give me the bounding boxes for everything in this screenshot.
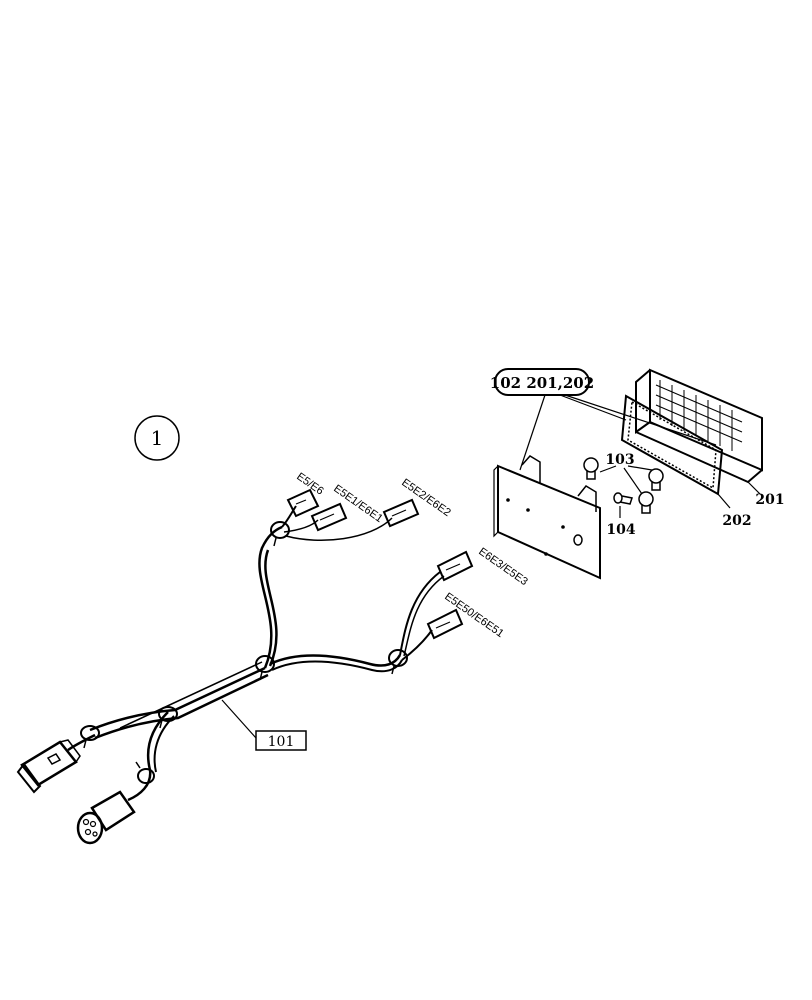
connector-label-e5e2-e6e2: E5E2/E6E2 bbox=[399, 477, 452, 519]
connector-e5e1-e6e1 bbox=[310, 502, 348, 532]
harness-clip bbox=[80, 725, 100, 749]
lamp-assembly: 102 201,202 bbox=[490, 368, 785, 580]
small-bulb-label: 104 bbox=[606, 522, 635, 538]
bulb-label: 103 bbox=[605, 452, 634, 468]
harness-clip bbox=[270, 521, 290, 547]
mounting-plate bbox=[493, 455, 601, 580]
connector-e5-e6 bbox=[286, 488, 320, 518]
group-number-badge: 1 bbox=[134, 415, 180, 461]
harness-clip bbox=[255, 655, 275, 681]
main-connector-square bbox=[16, 739, 81, 794]
wiring-harness: E5/E6 E5E1/E6E1 E5E2/E6E2 E6E3/E5E3 E5E5… bbox=[16, 471, 530, 845]
connector-e6e3-e5e3 bbox=[436, 550, 474, 582]
harness-clip bbox=[158, 706, 178, 729]
connector-e5e50-e6e51 bbox=[426, 608, 464, 640]
gasket-label: 202 bbox=[722, 513, 751, 529]
harness-callout: 101 bbox=[221, 699, 307, 751]
bulb bbox=[648, 468, 664, 491]
connector-label-e6e3-e5e3: E6E3/E5E3 bbox=[476, 546, 529, 588]
group-number: 1 bbox=[151, 426, 164, 450]
connector-label-e5-e6: E5/E6 bbox=[294, 471, 325, 498]
harness-clip bbox=[388, 649, 408, 675]
small-bulb bbox=[613, 492, 633, 505]
main-connector-round bbox=[76, 790, 136, 845]
bulb bbox=[583, 457, 599, 480]
lamp-body bbox=[635, 368, 763, 484]
connector-label-e5e50-e6e51: E5E50/E6E51 bbox=[442, 591, 506, 640]
lamp-body-label: 201 bbox=[755, 492, 784, 508]
harness-callout-text: 101 bbox=[268, 734, 295, 750]
harness-clip bbox=[135, 761, 155, 784]
lamp-callout-text: 102 201,202 bbox=[490, 374, 594, 392]
lamp-callout-box bbox=[494, 368, 590, 396]
bulb bbox=[638, 491, 654, 514]
connector-e5e2-e6e2 bbox=[382, 498, 420, 528]
